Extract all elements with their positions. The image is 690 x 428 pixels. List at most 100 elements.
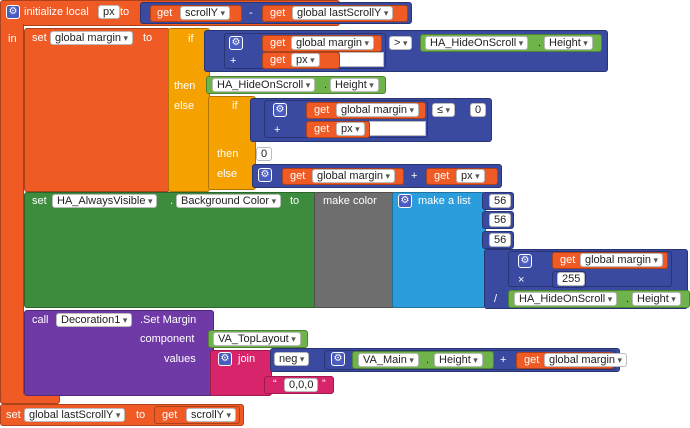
gear-icon[interactable]: ⚙: [273, 103, 287, 117]
then-label: then: [174, 80, 196, 92]
dot-separator: .: [426, 354, 430, 366]
gear-icon[interactable]: ⚙: [258, 168, 272, 182]
dot-separator: .: [538, 37, 542, 49]
height-property-dropdown[interactable]: Height: [632, 292, 681, 306]
get-label: get: [157, 7, 173, 19]
gt-operator-dropdown[interactable]: >: [389, 36, 413, 50]
top-layout-component-dropdown[interactable]: VA_TopLayout: [213, 332, 301, 346]
height-property-dropdown[interactable]: Height: [434, 353, 483, 367]
global-margin-dropdown[interactable]: global margin: [580, 253, 664, 267]
gear-icon[interactable]: ⚙: [518, 254, 532, 268]
times-operator: ×: [518, 274, 525, 286]
text-value-field[interactable]: 0,0,0: [284, 378, 319, 392]
dot-separator: .: [626, 293, 630, 305]
get-label: get: [560, 254, 576, 266]
divide-operator: /: [494, 293, 498, 305]
plus-operator: +: [230, 55, 237, 67]
height-property-dropdown[interactable]: Height: [330, 78, 379, 92]
global-margin-dropdown[interactable]: global margin: [50, 31, 134, 45]
number-zero[interactable]: 0: [256, 147, 273, 161]
component-param-label: component: [140, 333, 195, 345]
gear-icon[interactable]: ⚙: [331, 352, 345, 366]
dot-separator: .: [170, 195, 174, 207]
call-label: call: [32, 314, 49, 326]
set-label: set: [6, 409, 21, 421]
global-lastscrolly-dropdown[interactable]: global lastScrollY: [292, 6, 394, 20]
get-label: get: [270, 7, 286, 19]
make-list-label: make a list: [418, 195, 471, 207]
else-label: else: [217, 168, 238, 180]
plus-operator: +: [274, 124, 281, 136]
neg-operator-dropdown[interactable]: neg: [274, 352, 310, 366]
set-label: set: [32, 32, 47, 44]
gear-icon[interactable]: ⚙: [218, 352, 232, 366]
global-margin-dropdown[interactable]: global margin: [291, 36, 375, 50]
px-dropdown[interactable]: px: [291, 53, 320, 67]
height-property-dropdown[interactable]: Height: [544, 36, 593, 50]
initialize-local-label: initialize local: [24, 6, 89, 18]
get-label: get: [434, 170, 450, 182]
scrolly-dropdown[interactable]: scrollY: [180, 6, 231, 20]
initialize-to-label: to: [120, 6, 130, 18]
initialize-local-bottom: [0, 394, 60, 404]
make-color-block[interactable]: [314, 192, 396, 308]
plus-operator: +: [500, 354, 507, 366]
le-operator-dropdown[interactable]: ≤: [432, 103, 456, 117]
get-label: get: [314, 104, 330, 116]
set-global-margin-block[interactable]: [24, 28, 170, 192]
get-label: get: [162, 409, 178, 421]
get-label: get: [270, 54, 286, 66]
px-dropdown[interactable]: px: [456, 169, 485, 183]
get-label: get: [314, 123, 330, 135]
background-color-dropdown[interactable]: Background Color: [176, 194, 282, 208]
set-to-label: to: [143, 32, 153, 44]
global-margin-dropdown[interactable]: global margin: [336, 103, 420, 117]
if-label: if: [188, 33, 194, 45]
set-background-color-block[interactable]: [24, 192, 318, 308]
set-label: set: [32, 195, 47, 207]
add-slot-bg: [369, 121, 426, 136]
else-label: else: [174, 100, 195, 112]
gear-icon[interactable]: ⚙: [6, 5, 20, 19]
values-param-label: values: [164, 353, 196, 365]
global-margin-dropdown[interactable]: global margin: [312, 169, 396, 183]
number-zero[interactable]: 0: [470, 103, 487, 117]
plus-operator: +: [411, 170, 418, 182]
px-dropdown[interactable]: px: [336, 122, 365, 136]
minus-operator: -: [249, 7, 253, 19]
quote-open: “: [273, 378, 277, 390]
nested-if-block[interactable]: [208, 96, 256, 190]
local-var-name-px[interactable]: px: [98, 5, 120, 19]
initialize-local-body-bar: [0, 24, 24, 404]
number-56[interactable]: 56: [489, 233, 512, 247]
quote-close: ”: [322, 378, 326, 390]
get-label: get: [524, 354, 540, 366]
alwaysvisible-component-dropdown[interactable]: HA_AlwaysVisible: [52, 194, 158, 208]
scrolly-dropdown[interactable]: scrollY: [186, 408, 237, 422]
decoration-component-dropdown[interactable]: Decoration1: [56, 313, 133, 327]
get-label: get: [270, 37, 286, 49]
get-label: get: [290, 170, 306, 182]
in-label: in: [8, 33, 17, 45]
hideonscroll-component-dropdown[interactable]: HA_HideOnScroll: [212, 78, 316, 92]
make-list-block[interactable]: [392, 192, 486, 308]
gear-icon[interactable]: ⚙: [398, 194, 412, 208]
hideonscroll-component-dropdown[interactable]: HA_HideOnScroll: [425, 36, 529, 50]
gear-icon[interactable]: ⚙: [229, 36, 243, 50]
join-label: join: [238, 353, 256, 365]
dot-separator: .: [324, 79, 328, 91]
if-label: if: [232, 100, 238, 112]
set-margin-method-label: .Set Margin: [140, 314, 197, 326]
global-lastscrolly-dropdown[interactable]: global lastScrollY: [24, 408, 126, 422]
number-56[interactable]: 56: [489, 213, 512, 227]
set-to-label: to: [290, 195, 300, 207]
add-slot-bg: [339, 52, 384, 67]
number-56[interactable]: 56: [489, 194, 512, 208]
number-255[interactable]: 255: [557, 272, 586, 286]
then-label: then: [217, 148, 239, 160]
va-main-component-dropdown[interactable]: VA_Main: [358, 353, 419, 367]
set-to-label: to: [136, 409, 146, 421]
make-color-label: make color: [323, 195, 377, 207]
hideonscroll-component-dropdown[interactable]: HA_HideOnScroll: [514, 292, 618, 306]
global-margin-dropdown[interactable]: global margin: [544, 353, 628, 367]
